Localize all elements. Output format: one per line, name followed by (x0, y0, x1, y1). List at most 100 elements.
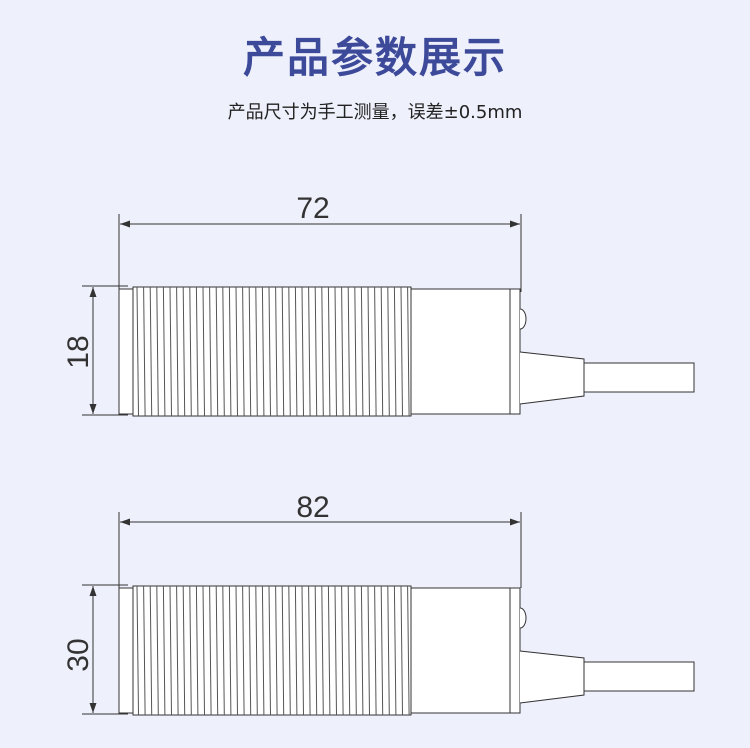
thread-line (301, 585, 304, 716)
thread-line (387, 585, 390, 716)
sensor-1-diameter-dimension: 18 (62, 285, 128, 416)
thread-line (367, 286, 370, 417)
thread-line (169, 286, 172, 417)
sensor-2-diameter-label: 30 (62, 638, 95, 671)
thread-line (407, 585, 410, 716)
thread-line (176, 585, 179, 716)
thread-line (136, 286, 139, 417)
sensor-1-length-dimension: 72 (118, 192, 522, 292)
thread-line (387, 286, 390, 417)
thread-line (400, 286, 403, 417)
sensor-1-drawing: 72 18 (62, 192, 695, 417)
sensor-1-body (118, 286, 695, 417)
thread-line (248, 585, 252, 716)
thread-line (281, 286, 285, 417)
thread-line (156, 585, 159, 716)
thread-line (261, 585, 265, 716)
sensor-2-body (118, 585, 695, 716)
page-subtitle: 产品尺寸为手工测量，误差±0.5mm (227, 102, 523, 123)
thread-line (268, 286, 271, 417)
thread-line (301, 286, 304, 417)
thread-line (215, 585, 219, 716)
thread-line (281, 585, 285, 716)
thread-line (182, 585, 186, 716)
thread-line (380, 585, 384, 716)
thread-line (347, 585, 351, 716)
thread-line (400, 585, 403, 716)
thread-line (255, 585, 258, 716)
thread-line (149, 286, 153, 417)
thread-line (374, 286, 377, 417)
sensor-2-diameter-dimension: 30 (62, 584, 128, 715)
thread-line (393, 585, 397, 716)
thread-line (136, 585, 139, 716)
thread-line (327, 585, 331, 716)
thread-line (228, 585, 232, 716)
page-title: 产品参数展示 (242, 33, 507, 82)
thread-line (393, 286, 397, 417)
thread-line (228, 286, 232, 417)
thread-line (354, 585, 357, 716)
thread-line (209, 286, 212, 417)
thread-line (222, 286, 225, 417)
thread-line (156, 286, 159, 417)
thread-line (162, 286, 166, 417)
thread-line (261, 286, 265, 417)
sensor-2-length-dimension: 82 (118, 491, 522, 588)
thread-line (288, 286, 291, 417)
thread-line (321, 286, 324, 417)
thread-line (215, 286, 219, 417)
thread-line (222, 585, 225, 716)
thread-line (275, 286, 278, 417)
sensor-2-drawing: 82 30 (62, 491, 695, 716)
thread-line (235, 585, 238, 716)
thread-line (354, 286, 357, 417)
thread-line (308, 286, 311, 417)
thread-line (334, 585, 337, 716)
thread-line (176, 286, 179, 417)
thread-line (242, 286, 245, 417)
thread-line (360, 585, 364, 716)
thread-line (235, 286, 238, 417)
thread-line (294, 286, 298, 417)
thread-line (248, 286, 252, 417)
thread-line (195, 286, 199, 417)
thread-line (327, 286, 331, 417)
thread-line (143, 286, 146, 417)
thread-line (149, 585, 153, 716)
thread-line (202, 286, 205, 417)
thread-line (202, 585, 205, 716)
sensor-1-threads (136, 286, 410, 417)
thread-line (341, 286, 344, 417)
thread-line (162, 585, 166, 716)
sensor-1-diameter-label: 18 (62, 335, 95, 368)
thread-line (209, 585, 212, 716)
thread-line (169, 585, 172, 716)
thread-line (255, 286, 258, 417)
sensor-2-length-label: 82 (296, 491, 329, 524)
thread-line (314, 286, 318, 417)
thread-line (268, 585, 271, 716)
thread-line (189, 286, 192, 417)
thread-line (275, 585, 278, 716)
thread-line (347, 286, 351, 417)
thread-line (314, 585, 318, 716)
thread-line (374, 585, 377, 716)
thread-line (367, 585, 370, 716)
thread-line (195, 585, 199, 716)
thread-line (334, 286, 337, 417)
thread-line (189, 585, 192, 716)
thread-line (360, 286, 364, 417)
sensor-2-threads (136, 585, 410, 716)
thread-line (321, 585, 324, 716)
thread-line (380, 286, 384, 417)
sensor-1-length-label: 72 (296, 192, 329, 225)
thread-line (341, 585, 344, 716)
thread-line (294, 585, 298, 716)
thread-line (308, 585, 311, 716)
thread-line (143, 585, 146, 716)
thread-line (288, 585, 291, 716)
thread-line (407, 286, 410, 417)
thread-line (242, 585, 245, 716)
